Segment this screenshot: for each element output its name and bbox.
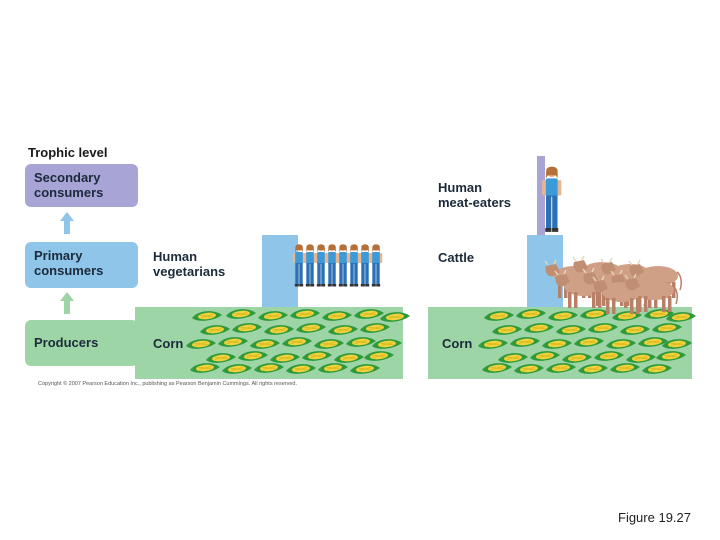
human-vegetarian-figure <box>325 244 339 287</box>
up-arrow-icon <box>60 292 74 314</box>
level-label-secondary-line1: Secondary <box>34 170 101 185</box>
copyright-notice: Copyright © 2007 Pearson Education Inc.,… <box>38 381 298 387</box>
meat-eaters-label-line1: Human <box>438 180 483 195</box>
level-box-secondary-consumers: Secondary consumers <box>25 164 138 207</box>
figure-caption: Figure 19.27 <box>618 510 691 525</box>
meat-eaters-label: Human meat-eaters <box>438 180 511 210</box>
human-vegetarian-figure <box>303 244 317 287</box>
human-meat-eater-figure <box>542 166 562 232</box>
left-primary-consumer-bar <box>262 235 298 307</box>
right-corn-label: Corn <box>442 336 473 351</box>
human-vegetarian-figure <box>336 244 350 287</box>
human-vegetarian-figure <box>314 244 328 287</box>
level-label-secondary-line2: consumers <box>34 185 104 200</box>
human-vegetarians-group <box>292 244 383 287</box>
level-label-primary-line2: consumers <box>34 263 104 278</box>
vegetarians-label-line2: vegetarians <box>153 264 226 279</box>
right-secondary-consumer-bar <box>537 156 545 235</box>
cattle-herd <box>544 255 682 315</box>
vegetarians-label: Human vegetarians <box>153 249 225 279</box>
cattle-label: Cattle <box>438 250 475 265</box>
trophic-level-heading: Trophic level <box>28 145 108 160</box>
level-box-producers: Producers <box>25 320 138 366</box>
vegetarians-label-line1: Human <box>153 249 198 264</box>
level-label-primary-line1: Primary <box>34 248 83 263</box>
level-label-producers: Producers <box>34 335 99 350</box>
human-vegetarian-figure <box>369 244 383 287</box>
up-arrow-icon <box>60 212 74 234</box>
level-box-primary-consumers: Primary consumers <box>25 242 138 288</box>
human-vegetarian-figure <box>358 244 372 287</box>
meat-eaters-label-line2: meat-eaters <box>438 195 511 210</box>
human-vegetarian-figure <box>347 244 361 287</box>
left-corn-label: Corn <box>153 336 184 351</box>
